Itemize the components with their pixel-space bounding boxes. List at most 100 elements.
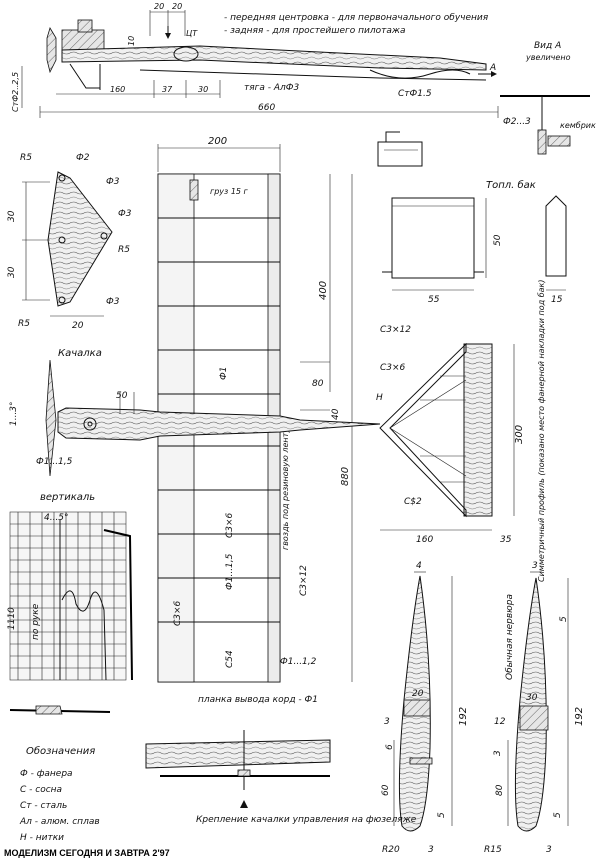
tail-profile-note: Симметричный профиль (показано место фан… <box>537 279 546 582</box>
kembrik-label: кембрик <box>560 121 596 130</box>
rocker-phi3-mid: Ф3 <box>118 209 132 219</box>
dim-30: 30 <box>198 85 208 94</box>
tail-c3x6: С3×6 <box>380 363 406 373</box>
rib-left-r20: R20 <box>382 845 400 855</box>
rib-left-dim-3b: 3 <box>428 845 434 855</box>
rib-left-dim-5: 5 <box>437 812 447 818</box>
rib-right-dim-12: 12 <box>494 717 506 727</box>
view-a <box>500 95 590 155</box>
dim-20-b: 20 <box>172 2 182 11</box>
tail-dim-300: 300 <box>514 425 525 444</box>
wing-c3x6-tip-label: С3×6 <box>173 600 183 626</box>
wing-dim-880: 880 <box>340 467 351 486</box>
wing-dim-40: 40 <box>331 408 341 420</box>
tail-plan <box>379 342 515 531</box>
view-a-mark: А <box>489 63 496 73</box>
legend-title: Обозначения <box>26 745 95 757</box>
dim-10: 10 <box>127 36 136 46</box>
dim-160: 160 <box>110 85 125 94</box>
fuel-tank <box>377 131 567 291</box>
rocker-r5-bottom: R5 <box>18 319 30 329</box>
tail-dim-160: 160 <box>416 535 433 545</box>
rib-right-dim-3: 3 <box>532 561 538 571</box>
legend-item: С - сосна <box>20 785 62 795</box>
rib-right-dim-5b: 5 <box>553 812 563 818</box>
wing-weight-label: груз 15 г <box>210 187 249 196</box>
rib-left-dim-192: 192 <box>458 707 469 726</box>
tail-cs2: С$2 <box>404 497 422 507</box>
tank-dim-15: 15 <box>551 295 563 305</box>
nose-dim-50: 50 <box>116 391 128 401</box>
rib-right-r15: R15 <box>484 845 502 855</box>
dim-37: 37 <box>162 85 173 94</box>
tank-dim-55: 55 <box>428 295 440 305</box>
rocker-r5-mid: R5 <box>118 245 130 255</box>
view-a-subtitle: увеличено <box>525 53 571 62</box>
tail-h: Н <box>376 393 383 403</box>
rocker-dim-20: 20 <box>72 321 84 331</box>
wing-c3x6-label: С3×6 <box>225 512 235 538</box>
rib-left-dim-4: 4 <box>416 561 422 571</box>
thrust-rod-label: тяга - АлФ3 <box>244 83 300 93</box>
rib-right-dim-3b: 3 <box>493 750 503 756</box>
wing-c54-label: С54 <box>225 650 235 668</box>
rib-right <box>507 571 569 832</box>
rib-right-dim-80: 80 <box>495 784 505 796</box>
rib-left-dim-6: 6 <box>385 744 395 750</box>
steel-mount-label: СтФ2..2,5 <box>11 72 20 112</box>
tail-dim-35: 35 <box>500 535 512 545</box>
fuselage-plan <box>45 359 381 477</box>
legend-item: Ст - сталь <box>20 801 67 811</box>
rocker-dim-30-a: 30 <box>7 210 17 222</box>
rib-right-title: Обычная нервюра <box>505 594 515 680</box>
note-front-cg: - передняя центровка - для первоначально… <box>224 13 489 23</box>
cg-label: ЦТ <box>186 29 198 38</box>
rib-left-dim-3: 3 <box>384 717 390 727</box>
vertical-by-hand: по руке <box>31 603 41 640</box>
rib-right-dim-192: 192 <box>574 707 585 726</box>
wing-phi15-label: Ф1...1,5 <box>225 553 235 590</box>
rocker-mount-detail <box>145 730 331 808</box>
vertical-angle: 4...5° <box>44 513 69 523</box>
nose-angle: 1...3° <box>9 401 19 426</box>
tail-c3x12: С3×12 <box>380 325 411 335</box>
rocker-drawing <box>22 171 113 317</box>
steel-rod-label: СтФ1.5 <box>398 89 432 99</box>
rib-left-dim-60: 60 <box>381 784 391 796</box>
rocker-phi3-top: Ф3 <box>106 177 120 187</box>
wing-dim-80: 80 <box>312 379 324 389</box>
wing-phi12-label: Ф1...1,2 <box>280 657 317 667</box>
dim-20-a: 20 <box>154 2 164 11</box>
wing-dim-200: 200 <box>208 136 227 147</box>
legend-item: Н - нитки <box>20 833 64 843</box>
wing-c3x12-label: С3×12 <box>299 565 309 596</box>
rocker-dim-30-b: 30 <box>7 266 17 278</box>
wing-nail-label: гвоздь под резиновую ленту <box>281 428 290 550</box>
wing-dim-400: 400 <box>318 281 329 300</box>
tank-dim-50: 50 <box>493 234 503 246</box>
note-rear-cg: - задняя - для простейшего пилотажа <box>224 26 406 36</box>
dim-660: 660 <box>258 103 275 113</box>
view-a-phi: Ф2...3 <box>503 117 531 127</box>
tank-title: Топл. бак <box>486 179 536 191</box>
legend-item: Ал - алюм. сплав <box>19 817 100 827</box>
vertical-grid <box>9 511 133 715</box>
vertical-dim-1110: 1110 <box>7 607 17 630</box>
wing-phi1-label: Ф1 <box>219 367 229 380</box>
rib-right-dim-3c: 3 <box>546 845 552 855</box>
vertical-title: вертикаль <box>40 492 95 503</box>
nose-phi11: Ф1...1,5 <box>36 457 73 467</box>
rib-right-dim-30: 30 <box>526 693 538 703</box>
mount-caption-line: Крепление качалки управления на фюзеляже <box>196 815 417 825</box>
rib-left-dim-20: 20 <box>412 689 424 699</box>
legend-item: Ф - фанера <box>20 769 73 779</box>
rib-left <box>393 571 453 832</box>
fuselage-side-view <box>21 10 499 118</box>
rib-right-dim-5: 5 <box>559 616 569 622</box>
view-a-title: Вид А <box>534 41 561 51</box>
wing-plank-label: планка вывода корд - Ф1 <box>198 695 318 705</box>
rocker-r5-top: R5 <box>20 153 32 163</box>
rocker-title: Качалка <box>58 348 102 359</box>
